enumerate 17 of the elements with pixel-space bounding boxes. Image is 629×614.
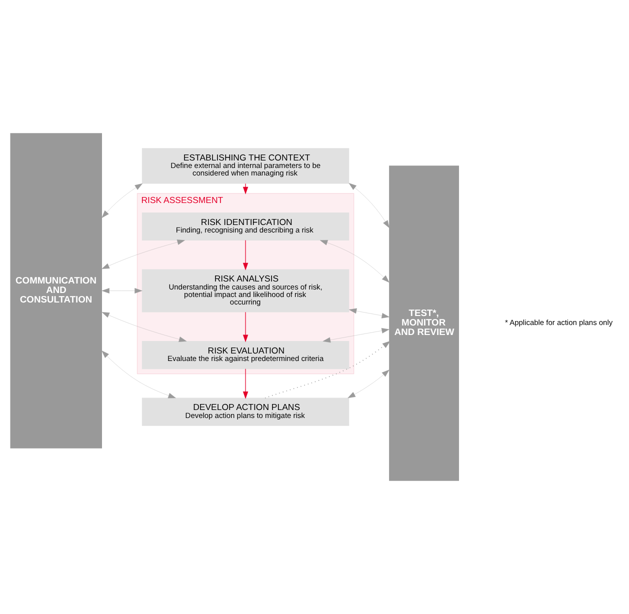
node-box: COMMUNICATION AND CONSULTATION [10, 133, 102, 448]
arrow [102, 312, 187, 342]
arrow [102, 350, 176, 398]
node-box: TEST*, MONITOR AND REVIEW [389, 166, 459, 481]
arrow [102, 183, 143, 218]
arrow [102, 240, 185, 270]
arrow [242, 183, 248, 194]
arrow [320, 240, 390, 283]
arrow [242, 368, 248, 400]
arrow [242, 240, 248, 270]
arrow [264, 340, 390, 399]
arrow [348, 308, 390, 318]
arrow [242, 312, 248, 342]
arrow [102, 288, 142, 294]
arrow [322, 328, 390, 343]
arrow [348, 183, 390, 228]
arrow [348, 370, 390, 398]
